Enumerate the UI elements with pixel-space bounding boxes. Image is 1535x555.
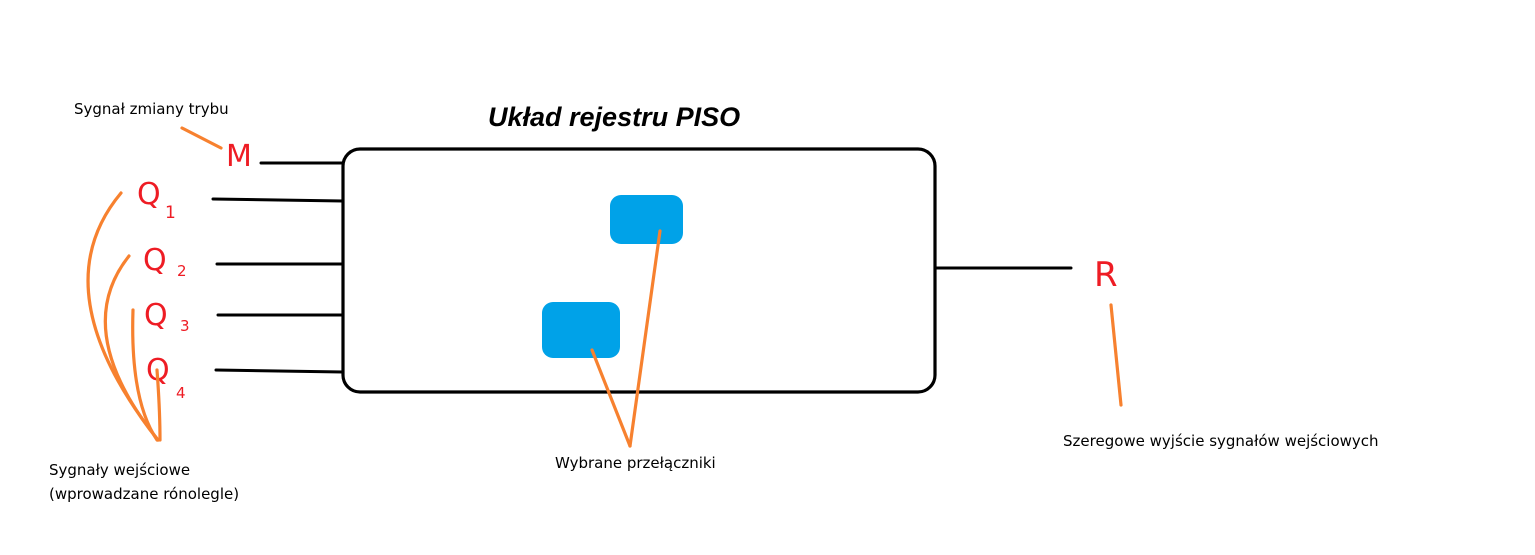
switches-leader-lower (590, 348, 632, 448)
input-signal-q3: Q 3 (144, 298, 190, 335)
input-signal-q2: Q 2 (143, 243, 187, 280)
output-label: Szeregowe wyjście sygnałów wejściowych (1063, 432, 1379, 450)
input-signal-q1: Q 1 (137, 177, 176, 223)
switch-lower (542, 302, 620, 358)
input-signal-index: 2 (177, 262, 187, 280)
inputs-label-line2: (wprowadzane rónolegle) (49, 485, 239, 503)
switches-leader-upper (628, 229, 662, 448)
inputs-leader-lines (86, 191, 162, 442)
switch-upper (610, 195, 683, 244)
register-block (341, 147, 937, 394)
inputs-label-line1: Sygnały wejściowe (49, 461, 190, 479)
input-signal-index: 1 (165, 203, 176, 223)
input-signal-letter: Q (137, 177, 161, 212)
input-signal-index: 4 (176, 384, 186, 402)
input-signal-index: 3 (180, 317, 190, 335)
input-signal-letter: Q (143, 243, 167, 278)
input-wire-1 (211, 197, 345, 203)
output-signal-letter: R (1094, 255, 1118, 295)
inputs-leader-q2 (103, 254, 160, 442)
switches-leader-lines (590, 229, 662, 448)
mode-leader-line (180, 126, 223, 150)
inputs-leader-q4 (155, 368, 162, 442)
input-signal-letter: Q (144, 298, 168, 333)
switches-label: Wybrane przełączniki (555, 454, 716, 472)
mode-signal-label: Sygnał zmiany trybu (74, 100, 229, 118)
inputs-leader-q3 (131, 308, 159, 442)
output-leader-line (1109, 303, 1123, 407)
mode-signal-letter: M (226, 139, 252, 174)
diagram-title: Układ rejestru PISO (488, 102, 740, 132)
input-wire-4 (214, 368, 345, 374)
input-signal-q4: Q 4 (146, 353, 186, 402)
